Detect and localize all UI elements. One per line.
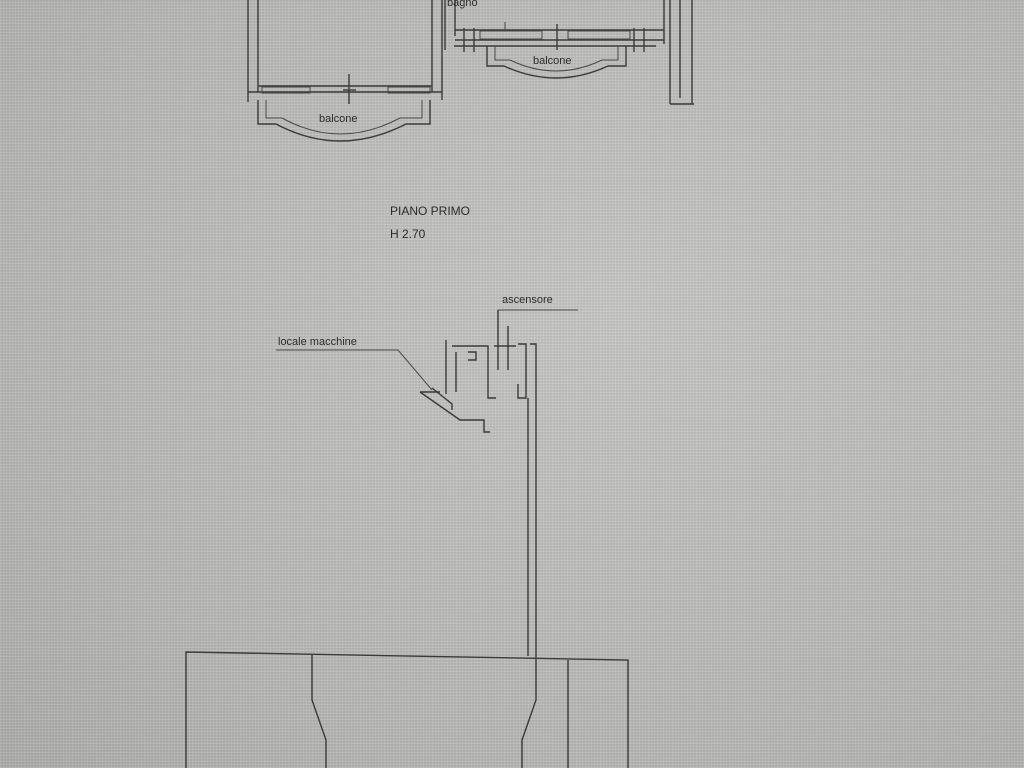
floor-title: PIANO PRIMO H 2.70 (390, 204, 470, 241)
balcone-left-label: balcone (319, 113, 358, 125)
right-room: bagno (444, 0, 665, 52)
bagno-label: bagno (447, 0, 478, 9)
left-balcony: balcone (257, 100, 431, 142)
right-wall-stub (669, 0, 694, 105)
floor-height-label: H 2.70 (390, 227, 426, 241)
right-balcony: balcone (486, 46, 627, 79)
left-room (247, 0, 443, 104)
balcone-right-label: balcone (533, 55, 572, 67)
ascensore-label: ascensore (502, 294, 553, 306)
lower-building-outline (185, 651, 629, 768)
elevator-shaft: ascensore (445, 294, 578, 658)
machine-room: locale macchine (276, 336, 490, 433)
locale-macchine-label: locale macchine (278, 336, 357, 348)
floor-name-label: PIANO PRIMO (390, 204, 470, 218)
